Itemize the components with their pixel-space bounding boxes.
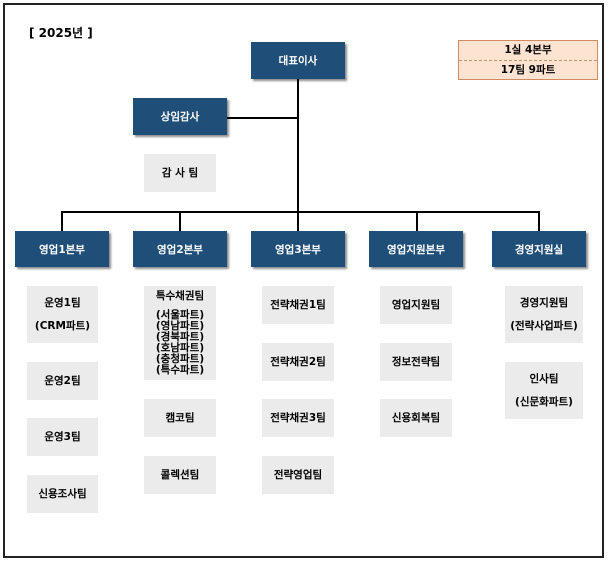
division-drop-line-3 <box>297 211 299 231</box>
team-name: 특수채권팀 <box>155 289 205 302</box>
team-name: 전략채권1팀 <box>270 298 326 311</box>
team-box: 정보전략팀 <box>380 343 452 381</box>
part-name: (영남파트) <box>155 319 205 332</box>
summary-line-2: 17팀 9파트 <box>459 60 597 80</box>
team-name: 운영1팀 <box>44 296 81 309</box>
division-drop-line-4 <box>416 211 418 231</box>
part-name: (충청파트) <box>155 352 205 365</box>
team-box: 신용조사팀 <box>27 475 98 513</box>
team-box: 전략영업팀 <box>262 456 334 494</box>
team-name: 경영지원팀 <box>519 296 569 309</box>
team-box: 신용회복팀 <box>380 399 452 437</box>
team-name: 운영2팀 <box>44 374 81 387</box>
team-box: 캠코팀 <box>144 399 216 437</box>
team-box: 경영지원팀 (전략사업파트) <box>505 286 583 343</box>
division-4-head: 영업지원본부 <box>369 231 463 267</box>
team-name: 영업지원팀 <box>391 298 441 311</box>
year-label: [ 2025년 ] <box>29 26 93 40</box>
division-bus-line <box>61 211 540 213</box>
part-name: (CRM파트) <box>34 319 91 332</box>
part-name: (전략사업파트) <box>510 319 578 332</box>
team-box: 운영3팀 <box>27 418 98 456</box>
team-name: 전략영업팀 <box>273 468 323 481</box>
team-box: 특수채권팀 (서울파트) (영남파트) (경북파트) (호남파트) (충청파트)… <box>144 286 216 380</box>
auditor-branch-line <box>180 117 298 119</box>
team-box: 콜렉션팀 <box>144 456 216 494</box>
team-box: 운영1팀 (CRM파트) <box>27 286 98 343</box>
team-box: 전략채권1팀 <box>262 286 334 324</box>
team-box: 인사팀 (신문화파트) <box>505 362 583 419</box>
part-name: (신문화파트) <box>515 395 573 408</box>
summary-line-1: 1실 4본부 <box>504 44 552 56</box>
part-name: (호남파트) <box>155 341 205 354</box>
team-name: 정보전략팀 <box>391 355 441 368</box>
division-1-head: 영업1본부 <box>15 231 109 267</box>
division-drop-line-5 <box>538 211 540 231</box>
team-name: 콜렉션팀 <box>160 468 200 481</box>
team-box: 영업지원팀 <box>380 286 452 324</box>
team-box: 운영2팀 <box>27 362 98 400</box>
part-name: (서울파트) <box>155 308 205 321</box>
division-3-head: 영업3본부 <box>251 231 345 267</box>
part-name: (경북파트) <box>155 330 205 343</box>
summary-box: 1실 4본부 17팀 9파트 <box>458 40 598 80</box>
team-box: 전략채권3팀 <box>262 399 334 437</box>
team-box: 전략채권2팀 <box>262 343 334 381</box>
team-name: 캠코팀 <box>165 411 195 424</box>
team-name: 운영3팀 <box>44 430 81 443</box>
team-name: 인사팀 <box>529 372 559 385</box>
part-name: (특수파트) <box>155 363 205 376</box>
team-name: 신용조사팀 <box>38 487 87 500</box>
ceo-box: 대표이사 <box>251 42 345 79</box>
division-5-head: 경영지원실 <box>492 231 586 267</box>
division-drop-line-1 <box>61 211 63 231</box>
auditor-box: 상임감사 <box>133 98 227 135</box>
division-drop-line-2 <box>179 211 181 231</box>
ceo-trunk-line <box>297 79 299 212</box>
division-2-head: 영업2본부 <box>133 231 227 267</box>
team-name: 신용회복팀 <box>391 411 441 424</box>
team-name: 전략채권2팀 <box>270 355 326 368</box>
audit-team-box: 감 사 팀 <box>144 154 216 192</box>
team-name: 전략채권3팀 <box>270 411 326 424</box>
